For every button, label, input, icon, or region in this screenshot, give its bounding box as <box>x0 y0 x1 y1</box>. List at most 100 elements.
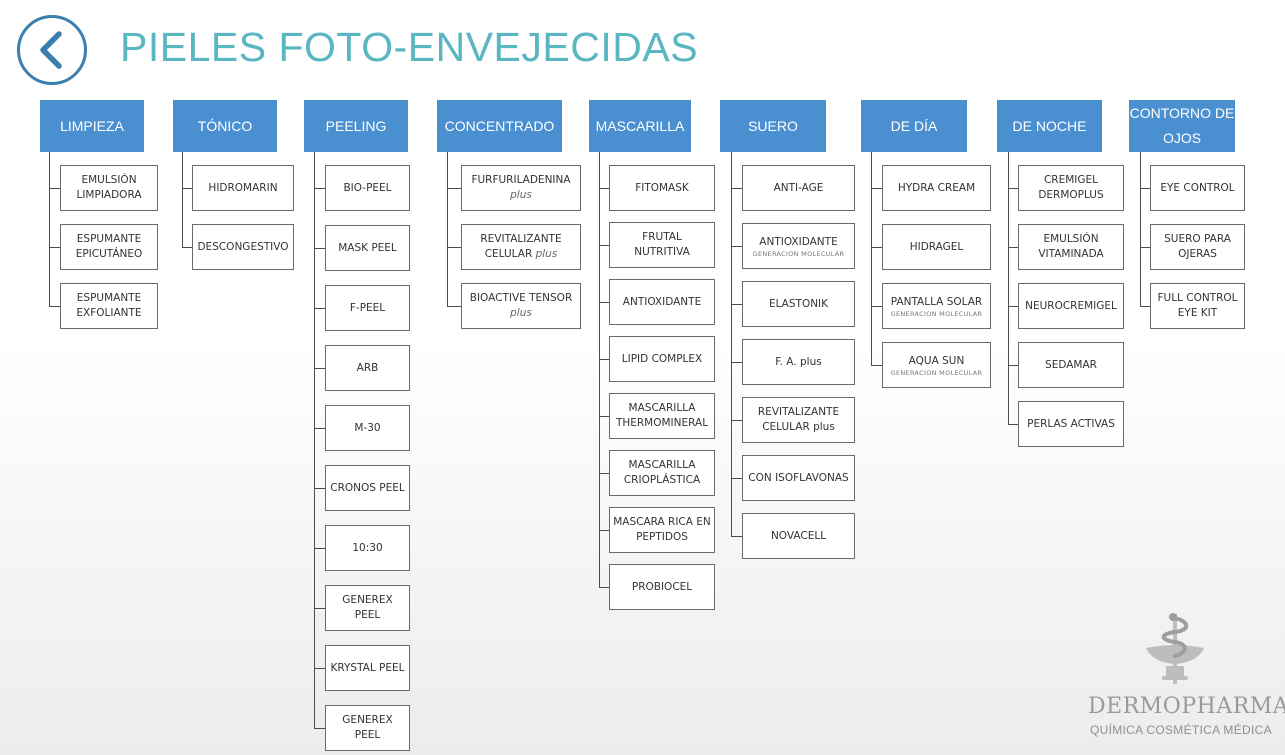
product-item[interactable]: CREMIGEL DERMOPLUS <box>1018 165 1124 211</box>
product-item[interactable]: HIDRAGEL <box>882 224 991 270</box>
product-item[interactable]: BIO-PEEL <box>325 165 410 211</box>
product-item[interactable]: MASCARILLA THERMOMINERAL <box>609 393 715 439</box>
product-item[interactable]: MASCARA RICA EN PEPTIDOS <box>609 507 715 553</box>
tree-branch <box>447 188 461 189</box>
product-sublabel: GENERACION MOLECULAR <box>890 368 983 377</box>
tree-branch <box>1008 188 1018 189</box>
tree-connector <box>49 152 50 306</box>
tree-branch <box>599 245 609 246</box>
back-button[interactable] <box>17 15 87 85</box>
caduceus-cup-icon <box>1146 613 1204 684</box>
product-label: REVITALIZANTE CELULAR plus <box>757 406 840 433</box>
tree-branch <box>599 359 609 360</box>
product-item[interactable]: GENEREX PEEL <box>325 585 410 631</box>
product-item[interactable]: EYE CONTROL <box>1150 165 1245 211</box>
product-item[interactable]: ANTI-AGE <box>742 165 855 211</box>
product-label: ELASTONIK <box>768 297 829 310</box>
product-item[interactable]: NOVACELL <box>742 513 855 559</box>
category-header[interactable]: CONTORNO DE OJOS <box>1129 100 1235 152</box>
product-label: F. A. plus <box>775 355 822 368</box>
category-header[interactable]: CONCENTRADO <box>437 100 562 152</box>
tree-connector <box>871 152 872 365</box>
product-item[interactable]: ESPUMANTE EXFOLIANTE <box>60 283 158 329</box>
tree-branch <box>1008 247 1018 248</box>
product-item[interactable]: GENEREX PEEL <box>325 705 410 751</box>
category-header[interactable]: TÓNICO <box>173 100 277 152</box>
product-label: M-30 <box>354 421 381 434</box>
product-label: ANTI-AGE <box>773 181 824 194</box>
product-item[interactable]: EMULSIÓN LIMPIADORA <box>60 165 158 211</box>
product-item[interactable]: F-PEEL <box>325 285 410 331</box>
tree-branch <box>871 188 882 189</box>
tree-connector <box>731 152 732 536</box>
tree-branch <box>49 247 60 248</box>
product-item[interactable]: M-30 <box>325 405 410 451</box>
product-label: ARB <box>356 361 379 374</box>
product-item[interactable]: CON ISOFLAVONAS <box>742 455 855 501</box>
tree-branch <box>1008 306 1018 307</box>
product-item[interactable]: NEUROCREMIGEL <box>1018 283 1124 329</box>
tree-branch <box>314 488 325 489</box>
tree-branch <box>314 608 325 609</box>
tree-branch <box>731 188 742 189</box>
brand-logo: DERMOPHARMA® QUÍMICA COSMÉTICA MÉDICA <box>1080 610 1285 740</box>
category-header[interactable]: MASCARILLA <box>589 100 691 152</box>
product-label: BIOACTIVE TENSOR <box>469 292 573 304</box>
product-sublabel: plus <box>510 189 532 201</box>
product-item[interactable]: F. A. plus <box>742 339 855 385</box>
product-item[interactable]: LIPID COMPLEX <box>609 336 715 382</box>
product-label: SUERO PARA OJERAS <box>1164 233 1231 260</box>
product-item[interactable]: REVITALIZANTE CELULAR plus <box>742 397 855 443</box>
product-item[interactable]: PERLAS ACTIVAS <box>1018 401 1124 447</box>
product-item[interactable]: MASK PEEL <box>325 225 410 271</box>
product-label: CON ISOFLAVONAS <box>748 471 849 484</box>
tree-branch <box>599 473 609 474</box>
page-title: PIELES FOTO-ENVEJECIDAS <box>120 24 699 70</box>
product-item[interactable]: ANTIOXIDANTE <box>609 279 715 325</box>
tree-branch <box>1140 247 1150 248</box>
category-header[interactable]: DE DÍA <box>861 100 967 152</box>
product-sublabel: plus <box>532 248 558 260</box>
tree-connector <box>1140 152 1141 306</box>
category-header[interactable]: DE NOCHE <box>997 100 1102 152</box>
product-item[interactable]: EMULSIÓN VITAMINADA <box>1018 224 1124 270</box>
tree-branch <box>314 188 325 189</box>
tree-branch <box>314 548 325 549</box>
product-item[interactable]: SUERO PARA OJERAS <box>1150 224 1245 270</box>
product-item[interactable]: HIDROMARIN <box>192 165 294 211</box>
product-item[interactable]: FULL CONTROL EYE KIT <box>1150 283 1245 329</box>
product-label: HIDRAGEL <box>909 240 964 253</box>
product-item[interactable]: KRYSTAL PEEL <box>325 645 410 691</box>
product-item[interactable]: ELASTONIK <box>742 281 855 327</box>
product-item[interactable]: ARB <box>325 345 410 391</box>
category-header[interactable]: PEELING <box>304 100 408 152</box>
category-header[interactable]: LIMPIEZA <box>40 100 144 152</box>
product-label: SEDAMAR <box>1045 358 1097 371</box>
category-header[interactable]: SUERO <box>720 100 826 152</box>
product-item[interactable]: HYDRA CREAM <box>882 165 991 211</box>
product-item[interactable]: CRONOS PEEL <box>325 465 410 511</box>
product-item[interactable]: MASCARILLA CRIOPLÁSTICA <box>609 450 715 496</box>
product-item[interactable]: ESPUMANTE EPICUTÁNEO <box>60 224 158 270</box>
product-item[interactable]: 10:30 <box>325 525 410 571</box>
tree-connector <box>599 152 600 587</box>
product-item[interactable]: SEDAMAR <box>1018 342 1124 388</box>
tree-branch <box>182 247 192 248</box>
product-label: BIO-PEEL <box>343 181 392 194</box>
product-item[interactable]: FITOMASK <box>609 165 715 211</box>
product-label: CRONOS PEEL <box>330 481 405 494</box>
product-item[interactable]: FRUTAL NUTRITIVA <box>609 222 715 268</box>
chevron-left-icon <box>40 31 62 69</box>
product-item[interactable]: PROBIOCEL <box>609 564 715 610</box>
tree-branch <box>731 478 742 479</box>
product-item[interactable]: DESCONGESTIVO <box>192 224 294 270</box>
product-label: GENEREX PEEL <box>342 714 393 741</box>
tree-branch <box>871 365 882 366</box>
product-label: PERLAS ACTIVAS <box>1027 417 1115 430</box>
product-item[interactable]: REVITALIZANTE CELULAR plus <box>461 224 581 270</box>
